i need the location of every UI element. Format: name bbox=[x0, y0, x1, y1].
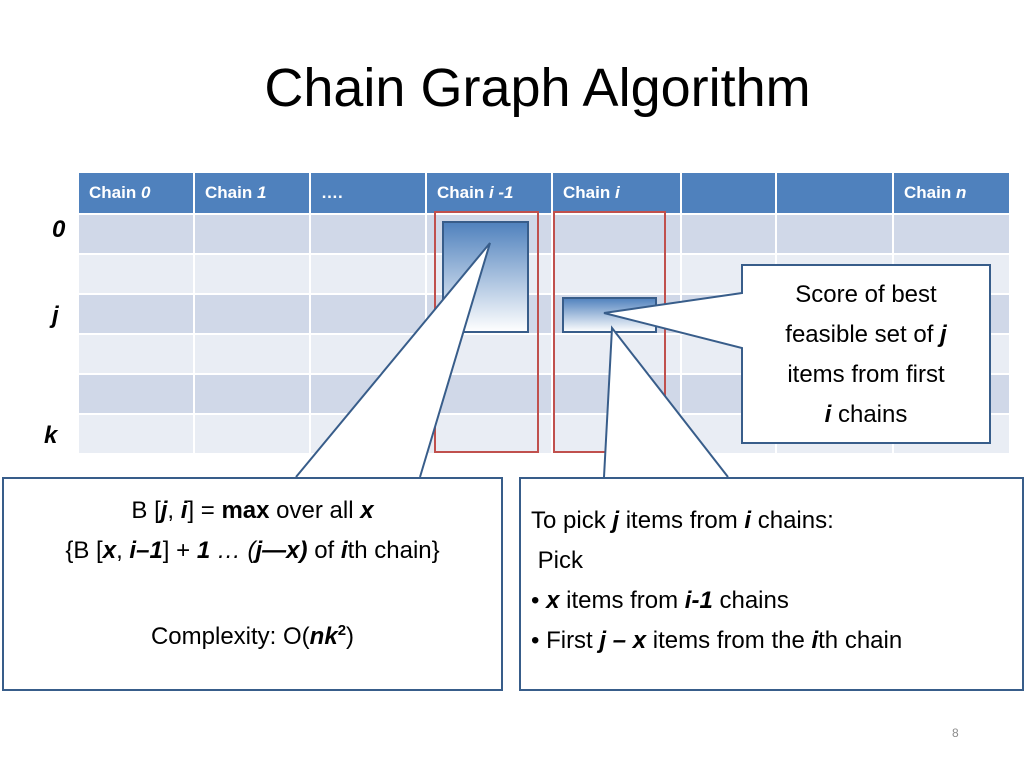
explanation-bullet: • x items from i-1 chains bbox=[531, 587, 789, 614]
row-label-k: k bbox=[44, 422, 58, 449]
explanation-line: Pick bbox=[531, 547, 584, 574]
column-header bbox=[680, 171, 777, 215]
row-label-0: 0 bbox=[52, 216, 66, 243]
callout-line: Score of best bbox=[795, 281, 937, 308]
callout-line: items from first bbox=[787, 361, 945, 388]
recurrence-line: {B [x, i–1] + 1 … (j—x) of ith chain} bbox=[65, 537, 440, 564]
explanation-box: To pick j items from i chains: Pick • x … bbox=[519, 477, 1024, 691]
column-header: …. bbox=[309, 171, 427, 215]
column-header: Chain i bbox=[551, 171, 682, 215]
column-header bbox=[775, 171, 894, 215]
callout-line: i chains bbox=[824, 401, 908, 428]
explanation-line: To pick j items from i chains: bbox=[531, 507, 834, 534]
column-header: Chain n bbox=[892, 171, 1011, 215]
complexity-line: Complexity: O(nk2) bbox=[150, 622, 355, 650]
recurrence-pointer bbox=[295, 242, 491, 478]
row-label-j: j bbox=[52, 302, 59, 329]
score-callout bbox=[603, 264, 991, 444]
column-header: Chain 1 bbox=[193, 171, 311, 215]
recurrence-box: B [j, i] = max over all x {B [x, i–1] + … bbox=[2, 477, 503, 691]
table-row bbox=[77, 213, 1011, 255]
page-number: 8 bbox=[952, 726, 959, 740]
slide-title: Chain Graph Algorithm bbox=[264, 58, 811, 118]
recurrence-line: B [j, i] = max over all x bbox=[131, 497, 374, 524]
callout-text: Score of best feasible set of j items fr… bbox=[744, 275, 988, 435]
column-header: Chain i -1 bbox=[425, 171, 553, 215]
explanation-pointer bbox=[603, 325, 729, 478]
explanation-bullet: • First j – x items from the ith chain bbox=[531, 627, 903, 654]
callout-line: feasible set of j bbox=[785, 321, 947, 348]
table-header-row: Chain 0 Chain 1 …. Chain i -1 Chain i Ch… bbox=[77, 171, 1011, 215]
column-header: Chain 0 bbox=[77, 171, 195, 215]
